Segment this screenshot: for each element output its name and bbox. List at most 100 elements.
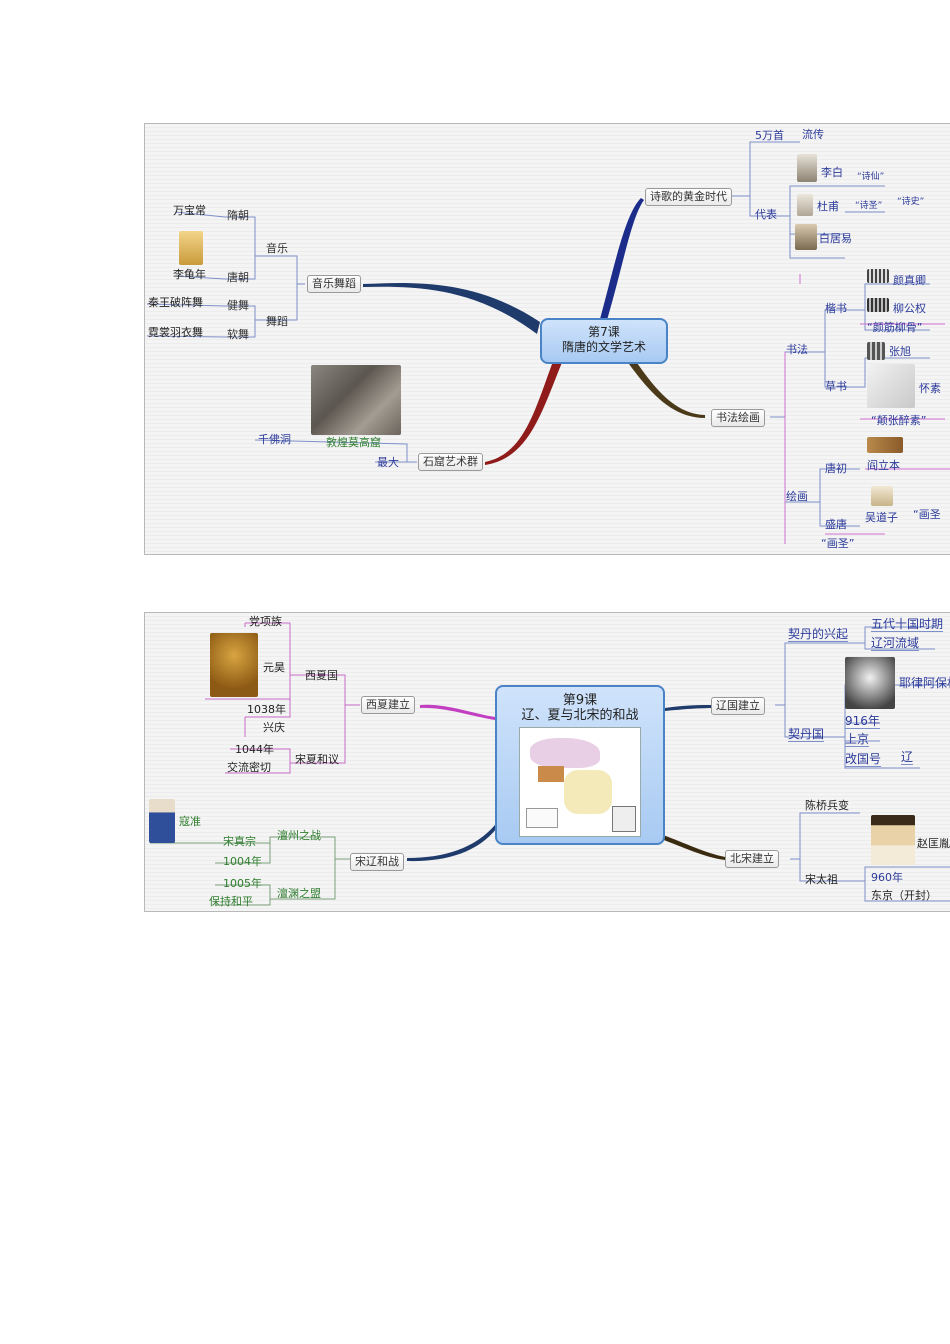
node-kouzhun[interactable]: 寇准 [179,815,201,828]
yanzhenqing-calligraphy [867,269,889,283]
mindmap-panel-lesson7: 第7课 隋唐的文学艺术 音乐舞蹈 音乐 舞蹈 隋朝 唐朝 万宝常 李龟年 健舞 … [144,123,950,555]
libai-portrait [797,154,817,182]
center-topic-lesson9[interactable]: 第9课 辽、夏与北宋的和战 [495,685,665,845]
node-1004[interactable]: 1004年 [223,855,262,868]
node-xingqing[interactable]: 兴庆 [263,721,285,734]
node-huihua[interactable]: 绘画 [786,490,808,503]
node-zuida[interactable]: 最大 [377,456,399,469]
node-916[interactable]: 916年 [845,714,880,729]
kouzhun-portrait [149,799,175,843]
node-poetry[interactable]: 诗歌的黄金时代 [645,188,732,206]
node-qidan-xingqi[interactable]: 契丹的兴起 [788,627,849,642]
node-1005[interactable]: 1005年 [223,877,262,890]
node-tangchu[interactable]: 唐初 [825,462,847,475]
node-yanjin[interactable]: “颜筋柳骨” [867,321,923,334]
node-music[interactable]: 音乐 [266,242,288,255]
yelv-abaoji-portrait [845,657,895,709]
node-dongjing[interactable]: 东京（开封） [871,889,937,902]
node-jianwu[interactable]: 健舞 [227,299,249,312]
zhaokuangyin-portrait [871,815,915,865]
mindmap-connectors-2 [150,622,950,906]
node-gaiguohao[interactable]: 改国号 [845,752,882,767]
node-sui[interactable]: 隋朝 [227,209,249,222]
node-wudai[interactable]: 五代十国时期 [871,617,944,632]
node-shufa[interactable]: 书法 [786,343,808,356]
node-shiku[interactable]: 石窟艺术群 [418,453,483,471]
node-chanzhou[interactable]: 澶州之战 [277,829,321,842]
node-zhaokuangyin[interactable]: 赵匡胤 [917,837,950,850]
node-dufu[interactable]: 杜甫 [817,200,839,213]
node-jiaoliu[interactable]: 交流密切 [227,761,271,774]
yuanhao-statue [210,633,258,697]
node-songtaizu[interactable]: 宋太祖 [805,873,838,886]
yanliben-painting [867,437,903,453]
node-chenqiao[interactable]: 陈桥兵变 [805,799,849,812]
liguinian-portrait [179,231,203,265]
liao-xia-song-map [519,727,641,837]
node-beisong[interactable]: 北宋建立 [725,850,779,868]
node-nishang[interactable]: 霓裳羽衣舞 [148,326,203,339]
center-topic-lesson7[interactable]: 第7课 隋唐的文学艺术 [540,318,668,364]
node-liguinian[interactable]: 李龟年 [173,268,206,281]
node-songliao[interactable]: 宋辽和战 [350,853,404,871]
node-ruanwu[interactable]: 软舞 [227,328,249,341]
node-1038[interactable]: 1038年 [247,703,286,716]
node-dance[interactable]: 舞蹈 [266,315,288,328]
node-shufa-huihua[interactable]: 书法绘画 [711,409,765,427]
node-liuchuan[interactable]: 流传 [802,128,824,141]
liugongquan-calligraphy [867,298,889,312]
zhangxu-calligraphy [867,342,885,360]
node-dianzhang[interactable]: “颠张醉素” [871,414,927,427]
huaisu-calligraphy [867,364,915,408]
node-kaishu[interactable]: 楷书 [825,302,847,315]
node-xixiaguo[interactable]: 西夏国 [305,669,338,682]
mogao-cave-photo [311,365,401,435]
dufu-portrait [797,194,813,216]
node-huasheng[interactable]: “画圣” [821,537,855,550]
node-zhangxu[interactable]: 张旭 [889,345,911,358]
center-title-line1: 第9课 [562,693,598,708]
node-liaohe[interactable]: 辽河流域 [871,636,920,651]
node-yanzhenqing[interactable]: 颜真卿 [893,274,926,287]
node-shisheng[interactable]: “诗圣” [855,201,883,211]
node-libai[interactable]: 李白 [821,166,843,179]
center-title-line2: 辽、夏与北宋的和战 [521,708,639,723]
node-yuanhao[interactable]: 元昊 [263,661,285,674]
node-baijuyi[interactable]: 白居易 [819,232,852,245]
node-music-dance[interactable]: 音乐舞蹈 [307,275,361,293]
node-shangjing[interactable]: 上京 [845,732,870,747]
node-huasheng-fragment[interactable]: “画圣 [913,508,941,521]
baijuyi-portrait [795,224,817,250]
node-liugongquan[interactable]: 柳公权 [893,302,926,315]
node-caoshu[interactable]: 草书 [825,380,847,393]
node-dangxiang[interactable]: 党项族 [249,615,282,628]
node-shixian[interactable]: “诗仙” [857,172,885,182]
node-1044[interactable]: 1044年 [235,743,274,756]
node-qianfodong[interactable]: 千佛洞 [258,433,291,446]
node-shengtang[interactable]: 盛唐 [825,518,847,531]
node-xixia-jianli[interactable]: 西夏建立 [361,696,415,714]
center-title-line2: 隋唐的文学艺术 [561,340,646,354]
node-daibiao[interactable]: 代表 [755,208,777,221]
node-960[interactable]: 960年 [871,871,903,884]
node-yelv[interactable]: 耶律阿保机 [899,676,950,690]
node-huaisu[interactable]: 怀素 [919,382,941,395]
node-tang[interactable]: 唐朝 [227,271,249,284]
node-liao[interactable]: 辽 [901,750,914,765]
node-shishi[interactable]: “诗史” [897,197,925,207]
mindmap-connectors [146,141,950,544]
node-wanbaochang[interactable]: 万宝常 [173,204,206,217]
node-songxia[interactable]: 宋夏和议 [295,753,339,766]
node-qinwang[interactable]: 秦王破阵舞 [148,296,203,309]
center-title-line1: 第7课 [588,325,620,339]
node-wudaozi[interactable]: 吴道子 [865,511,898,524]
wudaozi-painting [871,486,893,506]
node-wuwan[interactable]: 5万首 [755,129,784,142]
node-qidanguo[interactable]: 契丹国 [788,727,825,742]
node-chanyuan[interactable]: 澶渊之盟 [277,887,321,900]
node-liaoguo[interactable]: 辽国建立 [711,697,765,715]
node-yanliben[interactable]: 阎立本 [867,459,900,472]
node-songzhen[interactable]: 宋真宗 [223,835,256,848]
node-baochi[interactable]: 保持和平 [209,895,253,908]
node-dunhuang[interactable]: 敦煌莫高窟 [326,436,381,449]
